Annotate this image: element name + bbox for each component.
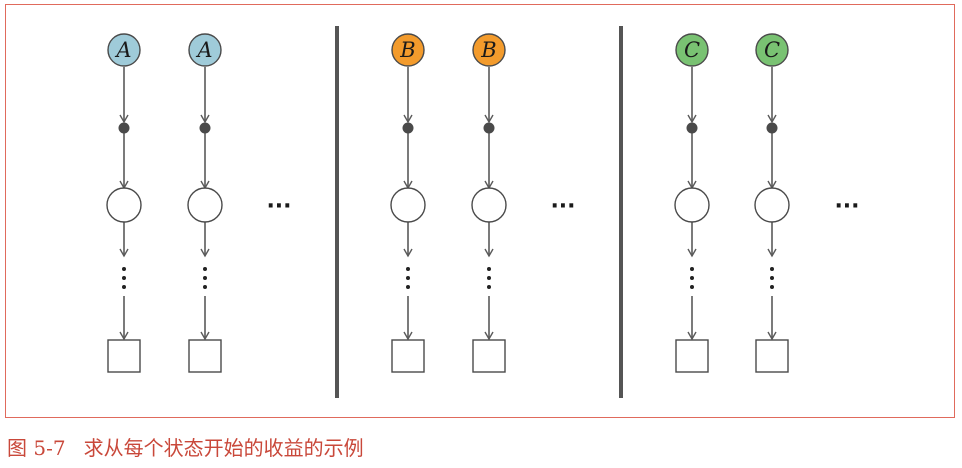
- terminal-state-box: [755, 339, 789, 373]
- caption-text: 求从每个状态开始的收益的示例: [83, 436, 364, 460]
- start-state-label: B: [399, 38, 415, 62]
- start-state-label: A: [114, 38, 131, 62]
- episode-column-a-1: A: [106, 33, 142, 373]
- terminal-state-box: [391, 339, 425, 373]
- start-state-node: [391, 33, 425, 67]
- terminal-state-box: [472, 339, 506, 373]
- caption-number: 图 5-7: [7, 436, 66, 460]
- action-dot: [483, 122, 495, 134]
- vertical-ellipsis: [770, 267, 774, 289]
- episode-column-b-1: B: [390, 33, 426, 373]
- action-dot: [199, 122, 211, 134]
- start-state-label: A: [195, 38, 212, 62]
- episode-columns: A A ··· B B ··· C C ···: [106, 33, 860, 373]
- episode-column-c-2: C: [754, 33, 790, 373]
- figure-caption: 图 5-7 求从每个状态开始的收益的示例: [7, 432, 364, 461]
- action-dot: [766, 122, 778, 134]
- action-dot: [118, 122, 130, 134]
- terminal-state-box: [188, 339, 222, 373]
- start-state-node: [675, 33, 709, 67]
- next-state-node: [187, 187, 223, 223]
- vertical-ellipsis: [690, 267, 694, 289]
- start-state-label: C: [764, 38, 780, 62]
- figure-frame: [5, 4, 955, 418]
- next-state-node: [390, 187, 426, 223]
- vertical-ellipsis: [406, 267, 410, 289]
- vertical-ellipsis: [122, 267, 126, 289]
- next-state-node: [106, 187, 142, 223]
- episode-column-a-2: A: [187, 33, 223, 373]
- more-episodes-ellipsis: ···: [266, 194, 291, 219]
- terminal-state-box: [107, 339, 141, 373]
- episode-column-b-2: B: [471, 33, 507, 373]
- start-state-node: [107, 33, 141, 67]
- start-state-node: [188, 33, 222, 67]
- next-state-node: [471, 187, 507, 223]
- group-separators: [335, 26, 623, 398]
- start-state-label: B: [480, 38, 496, 62]
- start-state-node: [472, 33, 506, 67]
- next-state-node: [754, 187, 790, 223]
- action-dot: [402, 122, 414, 134]
- episode-column-c-1: C: [674, 33, 710, 373]
- vertical-ellipsis: [203, 267, 207, 289]
- terminal-state-box: [675, 339, 709, 373]
- vertical-ellipsis: [487, 267, 491, 289]
- start-state-label: C: [684, 38, 700, 62]
- start-state-node: [755, 33, 789, 67]
- next-state-node: [674, 187, 710, 223]
- more-episodes-ellipsis: ···: [550, 194, 575, 219]
- action-dot: [686, 122, 698, 134]
- more-episodes-ellipsis: ···: [834, 194, 859, 219]
